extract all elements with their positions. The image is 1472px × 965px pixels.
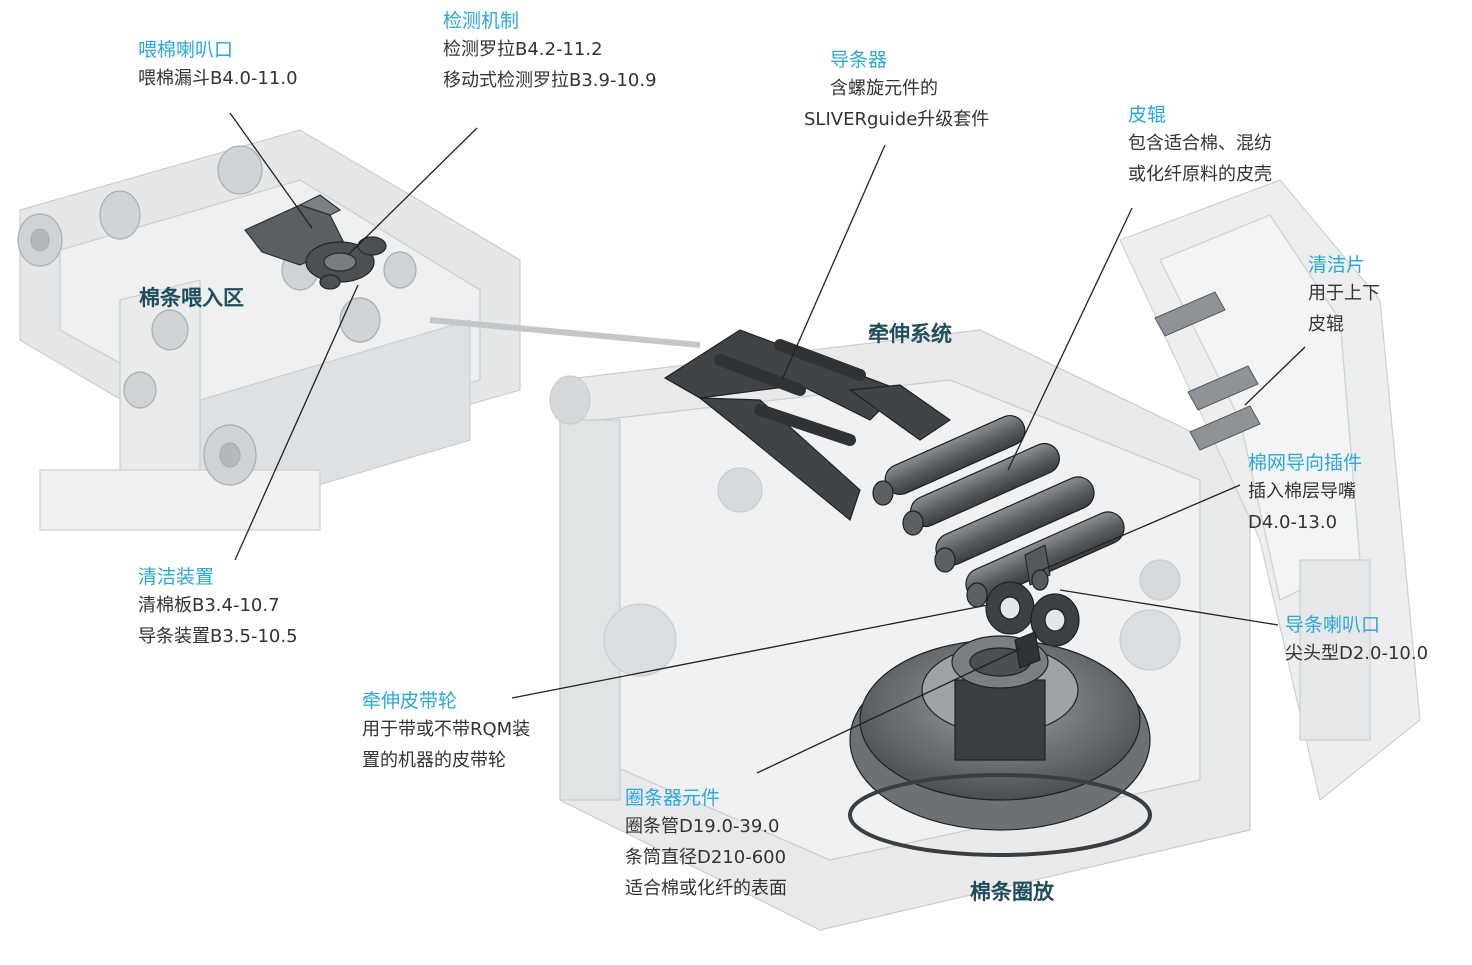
zone-feed-label: 棉条喂入区 — [139, 286, 244, 310]
callout-cleaning-device: 清洁装置 清棉板B3.4-10.7 导条装置B3.5-10.5 — [138, 564, 298, 652]
callout-line: D4.0-13.0 — [1248, 512, 1338, 533]
callout-line: 导条装置B3.5-10.5 — [138, 626, 298, 647]
callout-detection: 检测机制 检测罗拉B4.2-11.2 移动式检测罗拉B3.9-10.9 — [443, 8, 657, 96]
callout-coiler-parts: 圈条器元件 圈条管D19.0-39.0 条筒直径D210-600 适合棉或化纤的… — [625, 785, 787, 904]
callout-title: 清洁装置 — [138, 566, 215, 588]
top-roller-set — [872, 414, 1125, 608]
callout-sliver-guide: 导条器 含螺旋元件的 SLIVERguide升级套件 — [804, 47, 989, 135]
leader-top-rollers — [1007, 207, 1133, 471]
sliver-path — [429, 317, 701, 348]
callout-sliver-trumpet: 导条喇叭口 尖头型D2.0-10.0 — [1285, 612, 1428, 669]
callout-line: 检测罗拉B4.2-11.2 — [443, 39, 603, 60]
callout-line: 条筒直径D210-600 — [625, 847, 787, 868]
callout-title: 圈条器元件 — [625, 787, 721, 809]
callout-line: 清棉板B3.4-10.7 — [138, 595, 280, 616]
drafting-arm-bars — [714, 339, 866, 446]
detection-roller-part — [305, 236, 387, 290]
feed-section-frame — [19, 129, 521, 531]
callout-title: 皮辊 — [1128, 104, 1167, 126]
coiler-part — [848, 631, 1152, 857]
leader-sliver-guide — [781, 144, 886, 381]
zone-coiling-label: 棉条圈放 — [970, 880, 1054, 904]
callout-feed-funnel: 喂棉喇叭口 喂棉漏斗B4.0-11.0 — [138, 37, 298, 94]
cleaning-panel-frame — [1119, 179, 1421, 802]
callout-title: 导条器 — [830, 49, 888, 71]
callout-title: 导条喇叭口 — [1285, 614, 1381, 636]
callout-line: 尖头型D2.0-10.0 — [1285, 643, 1429, 664]
leader-sliver-trumpet — [1059, 589, 1279, 626]
leader-cleaning-strips — [1244, 346, 1306, 406]
callout-line: 皮辊 — [1308, 314, 1344, 335]
callout-line: 用于带或不带RQM装 — [362, 719, 531, 740]
leader-cleaning-device — [234, 284, 359, 561]
callout-title: 棉网导向插件 — [1248, 452, 1363, 474]
callout-title: 清洁片 — [1308, 254, 1366, 276]
callout-line: 适合棉或化纤的表面 — [625, 878, 787, 899]
leader-draft-pulley — [511, 604, 989, 699]
callout-line: 置的机器的皮带轮 — [362, 750, 506, 771]
callout-line: 或化纤原料的皮壳 — [1128, 164, 1272, 185]
callout-cleaning-strips: 清洁片 用于上下 皮辊 — [1308, 252, 1380, 340]
callout-draft-pulley: 牵伸皮带轮 用于带或不带RQM装 置的机器的皮带轮 — [362, 688, 530, 776]
feed-section-rollers — [17, 145, 417, 486]
leader-feed-funnel — [229, 112, 313, 229]
leader-lines — [229, 112, 1306, 774]
callout-top-rollers: 皮辊 包含适合棉、混纺 或化纤原料的皮壳 — [1128, 102, 1272, 190]
zone-drafting-label: 牵伸系统 — [868, 322, 952, 346]
drafting-arm-frame — [663, 329, 952, 522]
draft-pulleys-part — [985, 569, 1080, 647]
callout-line: 含螺旋元件的 — [830, 78, 938, 99]
leader-web-guide — [1041, 484, 1241, 571]
leader-detection — [347, 127, 478, 256]
callout-line: 圈条管D19.0-39.0 — [625, 816, 780, 837]
callout-line: 移动式检测罗拉B3.9-10.9 — [443, 70, 657, 91]
cleaning-strips-part — [1154, 291, 1261, 451]
callout-line: 包含适合棉、混纺 — [1128, 133, 1272, 154]
callout-line: SLIVERguide升级套件 — [804, 109, 990, 130]
callout-line: 插入棉层导嘴 — [1248, 481, 1356, 502]
callout-title: 喂棉喇叭口 — [138, 39, 234, 61]
callout-title: 牵伸皮带轮 — [362, 690, 458, 712]
callout-line: 用于上下 — [1308, 283, 1380, 304]
callout-web-guide-insert: 棉网导向插件 插入棉层导嘴 D4.0-13.0 — [1248, 450, 1362, 538]
callout-line: 喂棉漏斗B4.0-11.0 — [138, 68, 298, 89]
callout-title: 检测机制 — [443, 10, 520, 32]
leader-coiler-parts — [756, 647, 1023, 774]
